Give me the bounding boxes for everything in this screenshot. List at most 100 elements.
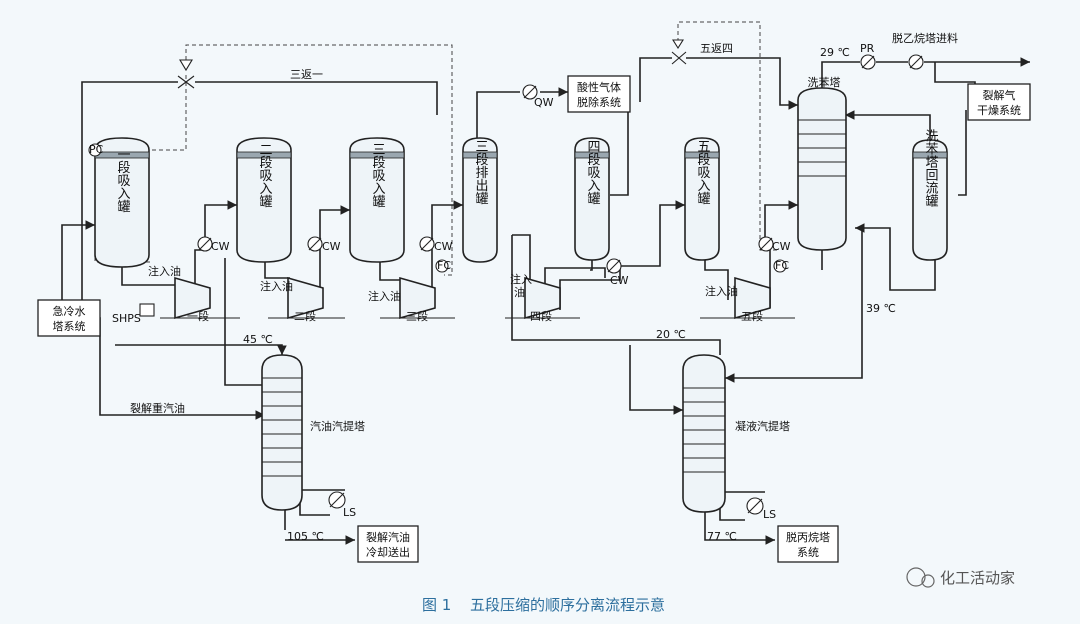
label-inject-oil-1: 注入油 <box>148 264 181 278</box>
line-dryer-to-reflux <box>958 110 967 196</box>
column-wash-label: 洗苯塔 <box>808 75 841 89</box>
exchanger-icons <box>197 54 924 515</box>
label-deethanizer-feed: 脱乙烷塔进料 <box>892 31 958 45</box>
compressor-4: 四段 <box>524 276 561 323</box>
drum-d4-label: 三段排出罐 <box>473 140 489 205</box>
line-inject4 <box>512 234 531 290</box>
figure-caption-text: 五段压缩的顺序分离流程示意 <box>470 596 665 614</box>
label-t77: 77 ℃ <box>707 530 737 543</box>
drum-d5-label: 四段吸入罐 <box>585 140 601 205</box>
label-heavy-gasoline: 裂解重汽油 <box>130 401 185 415</box>
drum-d1: 一段吸入罐 <box>94 137 150 268</box>
line-reflux-bottom <box>855 223 936 291</box>
drum-d4: 三段排出罐 <box>462 137 498 263</box>
compressor-5-label: 五段 <box>741 309 763 323</box>
compressor-4-label: 四段 <box>530 309 552 323</box>
label-t20: 20 ℃ <box>656 328 686 341</box>
drum-d2-label: 二段吸入罐 <box>257 143 273 208</box>
label-inject-oil-3: 注入油 <box>368 289 401 303</box>
compressor-3: 三段 <box>399 276 436 323</box>
drum-d7-label: 洗苯塔回流罐 <box>923 129 939 207</box>
column-gasoline <box>261 354 303 511</box>
watermark-badge: 化工活动家 <box>906 567 1015 588</box>
line-d2-to-c2 <box>264 258 290 279</box>
drum-d7: 洗苯塔回流罐 <box>912 129 948 261</box>
box-depropanizer: 脱丙烷塔 系统 <box>777 525 839 563</box>
label-cw-4: CW <box>610 274 629 287</box>
drum-d5: 四段吸入罐 <box>574 137 610 261</box>
line-d6-to-c5 <box>704 258 729 300</box>
line-45c <box>115 344 287 355</box>
label-inject-oil-4b: 油 <box>514 285 525 299</box>
box-quench-line2: 塔系统 <box>53 320 86 333</box>
box-gasoline-out-line2: 冷却送出 <box>366 545 410 559</box>
label-cw-2: CW <box>322 240 341 253</box>
line-to-wash <box>639 57 798 105</box>
box-acid: 酸性气体 脱除系统 <box>567 75 631 113</box>
compressor-1-label: 一段 <box>187 309 209 323</box>
box-dryer-line1: 裂解气 <box>983 88 1016 102</box>
label-inject-oil-4a: 注入 <box>510 272 532 286</box>
drum-d1-label: 一段吸入罐 <box>115 148 131 213</box>
box-acid-line2: 脱除系统 <box>577 95 621 109</box>
box-dryer: 裂解气 干燥系统 <box>967 83 1031 121</box>
label-qw: QW <box>534 96 554 109</box>
drum-d6-label: 五段吸入罐 <box>695 140 711 205</box>
line-quench-to-d1 <box>61 220 95 300</box>
instrument-bubbles <box>88 143 787 273</box>
label-shps: SHPS <box>112 312 141 325</box>
drum-d3: 三段吸入罐 <box>349 137 405 263</box>
drum-d6: 五段吸入罐 <box>684 137 720 261</box>
label-t45: 45 ℃ <box>243 333 273 346</box>
box-gasoline-out-line1: 裂解汽油 <box>366 530 410 544</box>
control-line-return1 <box>185 44 453 276</box>
line-wash-to-deethanizer <box>821 62 1030 88</box>
line-reflux-to-wash <box>845 110 931 142</box>
line-to-condensate-side <box>629 345 683 415</box>
label-cw-5: CW <box>772 240 791 253</box>
compressor-2-label: 二段 <box>294 309 316 323</box>
label-pc: PC <box>89 143 104 156</box>
label-ls-1: LS <box>343 506 356 519</box>
label-return4: 五返四 <box>700 42 733 55</box>
drum-d3-label: 三段吸入罐 <box>370 143 386 208</box>
compressor-1: 一段 <box>174 276 211 323</box>
line-d3-to-c3 <box>379 258 400 281</box>
box-dryer-line2: 干燥系统 <box>977 104 1021 117</box>
box-depropanizer-line2: 系统 <box>797 546 819 559</box>
label-t105: 105 ℃ <box>287 530 324 543</box>
line-20c <box>511 235 721 355</box>
drum-d2: 二段吸入罐 <box>236 137 292 263</box>
line-heavy-gasoline <box>90 317 265 420</box>
label-cw-3: CW <box>434 240 453 253</box>
label-cw-1: CW <box>211 240 230 253</box>
label-ls-2: LS <box>763 508 776 521</box>
label-fc-2: FC <box>775 259 789 272</box>
box-quench-line1: 急冷水 <box>53 304 86 318</box>
label-inject-oil-5: 注入油 <box>705 284 738 298</box>
compressor-2: 二段 <box>287 276 324 323</box>
valves <box>139 39 687 317</box>
line-gasoline-out <box>284 508 355 540</box>
figure-caption-num: 图 1 <box>422 596 451 614</box>
label-fc-1: FC <box>437 259 451 272</box>
box-gasoline-out: 裂解汽油 冷却送出 <box>357 525 419 563</box>
column-wash <box>797 87 847 251</box>
label-return1: 三返一 <box>290 68 323 81</box>
line-c2-to-d3 <box>319 205 350 298</box>
box-depropanizer-line1: 脱丙烷塔 <box>786 530 830 544</box>
box-quench: 急冷水 塔系统 <box>37 299 101 337</box>
label-inject-oil-2: 注入油 <box>260 279 293 293</box>
watermark-text: 化工活动家 <box>940 569 1015 587</box>
column-condensate <box>682 354 726 513</box>
line-d2-bottom <box>224 258 265 386</box>
label-pr: PR <box>860 42 875 55</box>
line-d4-to-acid <box>476 92 568 140</box>
column-condensate-label: 凝液汽提塔 <box>735 419 790 433</box>
label-t39: 39 ℃ <box>866 302 896 315</box>
line-c3-to-d4 <box>431 200 463 300</box>
label-t29: 29 ℃ <box>820 46 850 59</box>
compressor-3-label: 三段 <box>406 309 428 323</box>
compressor-5: 五段 <box>734 276 771 323</box>
